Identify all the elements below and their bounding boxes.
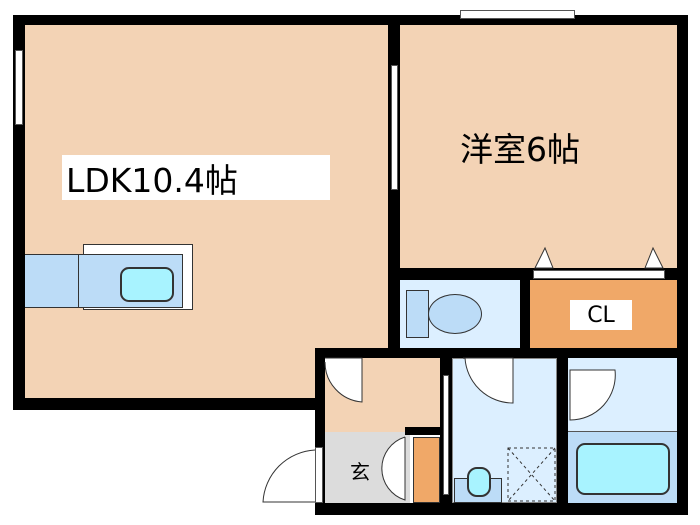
closet-label: CL (570, 300, 632, 330)
sliding-door (391, 65, 398, 190)
sink-icon (120, 267, 174, 302)
western-room (400, 25, 677, 268)
wall (13, 15, 388, 25)
divider (78, 254, 79, 308)
drain-icon (507, 447, 556, 502)
window (460, 10, 575, 19)
wall (13, 398, 325, 410)
door-icon (324, 357, 363, 403)
window (15, 50, 23, 125)
wall (677, 15, 688, 515)
ldk-room (25, 25, 388, 398)
closet-arrow-icon (534, 246, 664, 269)
entrance-door-frame (315, 447, 323, 503)
bathtub (576, 443, 670, 495)
wall (315, 503, 688, 515)
door-icon (381, 436, 406, 501)
sliding-door (443, 375, 449, 495)
toilet-icon (428, 294, 482, 334)
wall (315, 348, 325, 515)
wall (405, 427, 440, 435)
wall (400, 15, 688, 25)
wall (315, 348, 688, 358)
closet-doors (533, 270, 665, 279)
ldk-label: LDK10.4帖 (62, 155, 330, 200)
door-icon (463, 357, 514, 404)
shoe-cabinet (413, 437, 440, 503)
entrance-door-icon (262, 449, 316, 503)
toilet-tank (406, 290, 429, 338)
door-icon (569, 369, 616, 421)
washbasin-bowl (467, 467, 491, 497)
wall (520, 280, 530, 350)
western-room-label: 洋室6帖 (460, 130, 580, 169)
entrance-label: 玄 (350, 460, 370, 484)
wall (557, 358, 568, 515)
